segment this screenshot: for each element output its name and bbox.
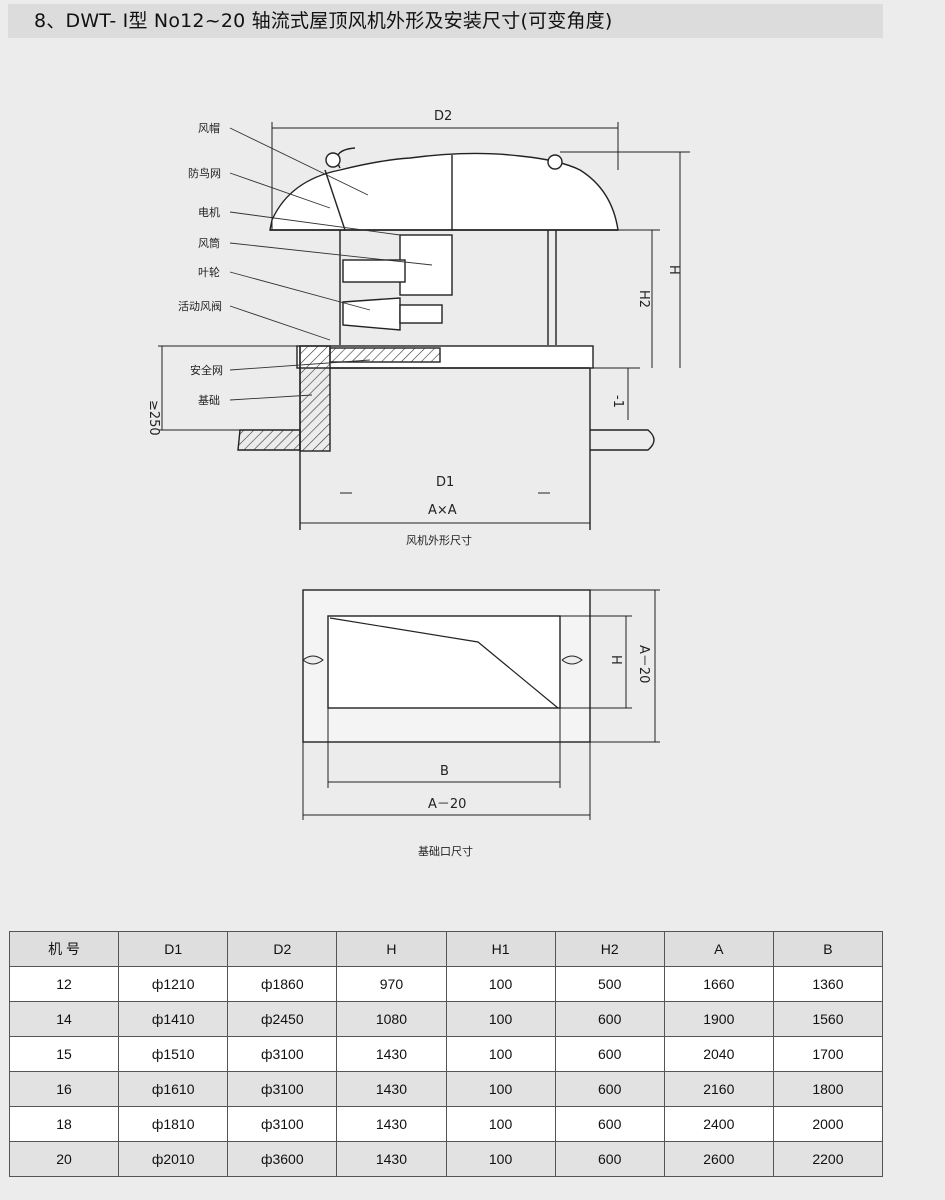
table-cell: 18: [8, 1106, 120, 1142]
header-cell: A: [663, 931, 774, 967]
dim-D2: D2: [434, 109, 452, 124]
table-cell: 2400: [663, 1106, 774, 1142]
dim-H1: -1: [610, 395, 625, 408]
label-duct: 风筒: [198, 236, 220, 250]
table-cell: 2000: [772, 1106, 884, 1142]
table-cell: 500: [554, 966, 665, 1002]
table-row: 15 ф1510 ф3100 1430 100 600 2040 1700: [8, 1036, 884, 1072]
table-cell: ф1410: [118, 1001, 229, 1037]
opening-caption: 基础口尺寸: [418, 844, 473, 858]
label-hood: 风帽: [198, 122, 220, 135]
table-cell: 600: [554, 1141, 665, 1177]
table-cell: ф3100: [227, 1071, 338, 1107]
table-row: 12 ф1210 ф1860 970 100 500 1660 1360: [8, 966, 884, 1002]
table-cell: 1660: [663, 966, 774, 1002]
table-cell: 600: [554, 1071, 665, 1107]
dim-H-opening: H: [608, 655, 623, 665]
label-damper: 活动风阀: [178, 299, 222, 313]
table-cell: 100: [445, 1036, 556, 1072]
table-cell: 12: [8, 966, 120, 1002]
label-bird-net: 防鸟网: [188, 166, 221, 180]
table-cell: 100: [445, 1001, 556, 1037]
opening-dimension-lines: [302, 589, 660, 820]
opening-plan: [302, 589, 591, 743]
dim-B: B: [440, 764, 449, 779]
table-cell: 1560: [772, 1001, 884, 1037]
table-cell: 2600: [663, 1141, 774, 1177]
table-cell: 1430: [336, 1106, 447, 1142]
header-cell: 机 号: [8, 931, 120, 967]
table-cell: 1900: [663, 1001, 774, 1037]
dim-D1: D1: [436, 475, 454, 490]
table-cell: ф1610: [118, 1071, 229, 1107]
table-cell: 1800: [772, 1071, 884, 1107]
opening-dimension-labels: B A－20 H A－20 基础口尺寸: [418, 645, 651, 858]
table-cell: 2200: [772, 1141, 884, 1177]
dim-H: H: [666, 265, 681, 275]
page-title: 8、DWT- Ⅰ型 No12~20 轴流式屋顶风机外形及安装尺寸(可变角度): [34, 10, 613, 32]
dim-base-height: ≥250: [146, 400, 161, 436]
table-cell: ф2450: [227, 1001, 338, 1037]
label-safety-net: 安全网: [190, 363, 223, 377]
table-cell: 2040: [663, 1036, 774, 1072]
table-cell: 1360: [772, 966, 884, 1002]
table-cell: 2160: [663, 1071, 774, 1107]
label-foundation: 基础: [198, 394, 220, 407]
dimension-lines: [158, 122, 690, 524]
header-cell: H2: [554, 931, 665, 967]
fan-elevation: [237, 147, 655, 530]
label-impeller: 叶轮: [198, 265, 220, 279]
table-cell: 100: [445, 1106, 556, 1142]
table-row: 20 ф2010 ф3600 1430 100 600 2600 2200: [8, 1141, 884, 1177]
table-cell: 600: [554, 1036, 665, 1072]
fan-caption: 风机外形尺寸: [406, 533, 472, 547]
header-cell: D1: [118, 931, 229, 967]
spec-table: 机 号 D1 D2 H H1 H2 A B 12 ф1210 ф1860 970…: [8, 931, 884, 1177]
table-cell: 970: [336, 966, 447, 1002]
table-cell: 14: [8, 1001, 120, 1037]
table-cell: 600: [554, 1106, 665, 1142]
table-cell: 16: [8, 1071, 120, 1107]
header-cell: B: [772, 931, 884, 967]
table-cell: 1430: [336, 1141, 447, 1177]
dimension-labels: D2 H H2 -1 ≥250 D1 A×A 风机外形尺寸: [146, 109, 681, 547]
table-cell: 100: [445, 1071, 556, 1107]
dim-H2: H2: [636, 290, 651, 308]
table-cell: 20: [8, 1141, 120, 1177]
table-row: 14 ф1410 ф2450 1080 100 600 1900 1560: [8, 1001, 884, 1037]
header-cell: H1: [445, 931, 556, 967]
table-cell: ф1510: [118, 1036, 229, 1072]
table-cell: ф3600: [227, 1141, 338, 1177]
table-cell: ф1860: [227, 966, 338, 1002]
table-cell: 600: [554, 1001, 665, 1037]
table-cell: 100: [445, 1141, 556, 1177]
table-cell: ф3100: [227, 1036, 338, 1072]
table-row: 18 ф1810 ф3100 1430 100 600 2400 2000: [8, 1106, 884, 1142]
leader-lines: [229, 127, 433, 401]
table-cell: ф2010: [118, 1141, 229, 1177]
dim-A20-vertical: A－20: [636, 645, 651, 683]
header-cell: D2: [227, 931, 338, 967]
title-bar: 8、DWT- Ⅰ型 No12~20 轴流式屋顶风机外形及安装尺寸(可变角度): [8, 4, 883, 38]
table-cell: 1700: [772, 1036, 884, 1072]
table-cell: ф1210: [118, 966, 229, 1002]
table-row: 16 ф1610 ф3100 1430 100 600 2160 1800: [8, 1071, 884, 1107]
header-cell: H: [336, 931, 447, 967]
technical-drawing: 风帽 防鸟网 电机 风筒 叶轮 活动风阀 安全网 基础 D2 H H2: [146, 109, 690, 858]
label-motor: 电机: [198, 205, 220, 219]
table-cell: 1080: [336, 1001, 447, 1037]
dim-A20-horizontal: A－20: [428, 797, 466, 812]
table-cell: ф3100: [227, 1106, 338, 1142]
dim-AxA: A×A: [428, 503, 457, 518]
table-cell: 1430: [336, 1036, 447, 1072]
part-labels: 风帽 防鸟网 电机 风筒 叶轮 活动风阀 安全网 基础: [178, 122, 223, 407]
table-header-row: 机 号 D1 D2 H H1 H2 A B: [8, 931, 884, 967]
table-cell: 1430: [336, 1071, 447, 1107]
table-cell: 15: [8, 1036, 120, 1072]
table-cell: ф1810: [118, 1106, 229, 1142]
table-cell: 100: [445, 966, 556, 1002]
